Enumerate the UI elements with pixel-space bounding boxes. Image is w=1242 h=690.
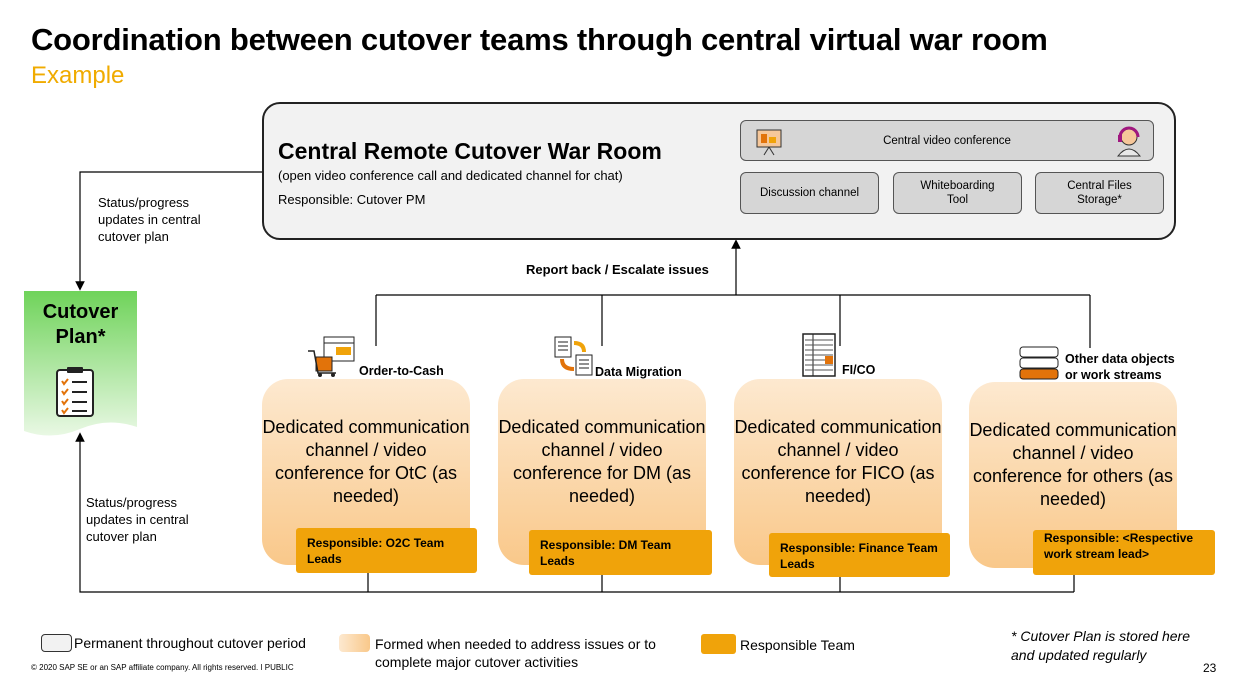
- whiteboarding-tool-box: Whiteboarding Tool: [893, 172, 1022, 214]
- team-text-other: Dedicated communication channel / video …: [969, 420, 1177, 509]
- responsible-data-migration: Responsible: DM Team Leads: [529, 530, 712, 575]
- team-label-data-migration: Data Migration: [595, 365, 682, 379]
- ledger-icon: [802, 333, 836, 377]
- responsible-fico: Responsible: Finance Team Leads: [769, 533, 950, 577]
- legend-swatch-formed: [339, 634, 370, 652]
- team-text-fico: Dedicated communication channel / video …: [734, 417, 942, 506]
- video-conference-label: Central video conference: [883, 134, 1011, 147]
- team-label-other: Other data objects or work streams: [1065, 352, 1175, 382]
- headset-person-icon: [1116, 126, 1142, 157]
- checklist-icon: [56, 367, 94, 417]
- data-migration-icon: [554, 336, 593, 376]
- page-number: 23: [1203, 661, 1217, 675]
- report-back-label: Report back / Escalate issues: [526, 262, 709, 277]
- war-room-responsible: Responsible: Cutover PM: [278, 192, 426, 207]
- cutover-plan-label: Cutover Plan*: [42, 301, 119, 348]
- central-files-storage-box: Central Files Storage*: [1035, 172, 1164, 214]
- legend-responsible: Responsible Team: [740, 637, 855, 653]
- legend-formed: Formed when needed to address issues or …: [375, 636, 656, 670]
- responsible-order-to-cash: Responsible: O2C Team Leads: [296, 528, 477, 573]
- legend-permanent: Permanent throughout cutover period: [74, 635, 306, 651]
- status-updates-note-bottom: Status/progress updates in central cutov…: [86, 495, 189, 544]
- order-cash-icon: [308, 336, 355, 377]
- central-files-storage-label: Central Files Storage*: [1067, 180, 1132, 206]
- team-text-order-to-cash: Dedicated communication channel / video …: [262, 417, 470, 506]
- team-text-data-migration: Dedicated communication channel / video …: [498, 417, 706, 506]
- team-label-order-to-cash: Order-to-Cash: [359, 364, 444, 378]
- video-conference-box: Central video conference: [740, 120, 1154, 161]
- team-label-fico: FI/CO: [842, 363, 876, 377]
- discussion-channel-label: Discussion channel: [759, 187, 860, 199]
- war-room-subtitle: (open video conference call and dedicate…: [278, 168, 623, 183]
- database-icon: [1019, 346, 1059, 380]
- legend-swatch-responsible: [701, 634, 736, 654]
- discussion-channel-box: Discussion channel: [740, 172, 879, 214]
- copyright: © 2020 SAP SE or an SAP affiliate compan…: [31, 663, 294, 672]
- page-title: Coordination between cutover teams throu…: [31, 22, 1048, 57]
- status-updates-note-top: Status/progress updates in central cutov…: [98, 195, 201, 244]
- whiteboarding-tool-label: Whiteboarding Tool: [920, 180, 995, 206]
- cutover-plan-document: [24, 291, 137, 436]
- footnote: * Cutover Plan is stored here and update…: [1011, 628, 1190, 663]
- responsible-other: Responsible: <Respective work stream lea…: [1033, 530, 1215, 575]
- legend-swatch-permanent: [41, 634, 72, 652]
- page-subtitle: Example: [31, 62, 125, 89]
- war-room-title: Central Remote Cutover War Room: [278, 138, 662, 164]
- presentation-icon: [756, 129, 782, 156]
